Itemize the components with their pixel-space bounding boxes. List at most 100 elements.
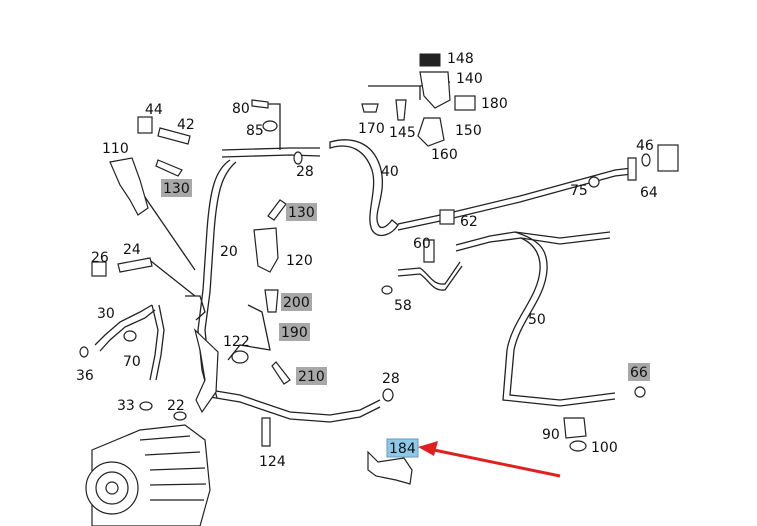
part-number: 150 [455,123,482,139]
pin-145-icon [395,99,407,121]
part-number: 30 [97,306,115,322]
part-number: 184 [389,441,416,457]
part-label-50: 50 [528,312,546,328]
label-highlight [628,363,650,381]
part-label-145: 145 [389,125,416,141]
valve-24-icon [117,257,153,273]
part-number: 62 [460,214,478,230]
part-number: 90 [542,427,560,443]
hose-lines [94,81,633,423]
part-label-130b: 130 [286,203,317,221]
part-number: 22 [167,398,185,414]
part-label-22: 22 [167,398,185,414]
label-highlight [281,293,312,311]
part-label-150: 150 [455,123,482,139]
part-label-46: 46 [636,138,654,154]
oring-36-icon [79,346,89,358]
part-label-190: 190 [279,323,310,341]
part-number: 190 [281,325,308,341]
part-shapes [79,53,679,526]
part-number: 210 [298,369,325,385]
part-number: 200 [283,295,310,311]
part-number: 120 [286,253,313,269]
clip-148-icon [419,53,441,67]
oring-28b-icon [382,388,394,402]
part-label-60: 60 [413,236,431,252]
part-number: 130 [288,205,315,221]
label-highlight [286,203,317,221]
valve-60-icon [423,239,435,263]
bolt-80-icon [251,99,269,109]
label-highlight [161,179,192,197]
part-number: 100 [591,440,618,456]
part-label-28b: 28 [382,371,400,387]
oring-33-icon [139,401,153,411]
part-number: 124 [259,454,286,470]
part-label-85: 85 [246,123,264,139]
part-number: 26 [91,250,109,266]
compressor-icon [85,424,211,526]
part-number: 44 [145,102,163,118]
part-label-66: 66 [628,363,650,381]
part-label-28a: 28 [296,164,314,180]
cap-44-icon [137,116,153,134]
bracket-140-icon [419,71,451,109]
part-number: 122 [223,334,250,350]
part-label-140: 140 [456,71,483,87]
part-label-160: 160 [431,147,458,163]
part-number: 50 [528,312,546,328]
part-number: 85 [246,123,264,139]
part-number: 64 [640,185,658,201]
part-number: 180 [481,96,508,112]
part-label-33: 33 [117,398,135,414]
part-label-184: 184 [386,438,419,458]
part-label-210: 210 [296,367,327,385]
clip-180-icon [454,95,476,111]
bolt-64-icon [627,157,637,181]
part-label-75: 75 [570,183,588,199]
part-label-64: 64 [640,185,658,201]
red-arrow-icon [418,441,561,478]
part-number: 160 [431,147,458,163]
part-number: 20 [220,244,238,260]
bracket-184-icon [367,450,413,485]
part-label-90: 90 [542,427,560,443]
part-label-44: 44 [145,102,163,118]
part-label-20: 20 [220,244,238,260]
part-label-62: 62 [460,214,478,230]
part-number: 140 [456,71,483,87]
part-label-36: 36 [76,368,94,384]
part-label-80: 80 [232,101,250,117]
part-label-124: 124 [259,454,286,470]
part-number: 33 [117,398,135,414]
oring-66-icon [634,386,646,398]
part-number: 28 [382,371,400,387]
label-highlight [386,438,419,458]
part-label-100: 100 [591,440,618,456]
part-label-70: 70 [123,354,141,370]
part-label-40: 40 [381,164,399,180]
nut-122-icon [231,350,249,364]
part-number: 110 [102,141,129,157]
grommet-100-icon [569,440,587,452]
part-number: 148 [447,51,474,67]
bracket-110-icon [109,157,149,216]
part-number: 75 [570,183,588,199]
part-label-30: 30 [97,306,115,322]
part-number: 46 [636,138,654,154]
part-number: 42 [177,117,195,133]
bolt-130b-icon [267,199,287,221]
part-number: 24 [123,242,141,258]
label-highlight [296,367,327,385]
expansion-valve-icon [657,144,679,172]
bolt-200-icon [264,289,279,313]
part-label-122: 122 [223,334,250,350]
label-highlight [279,323,310,341]
part-label-110: 110 [102,141,129,157]
part-label-148: 148 [447,51,474,67]
cap-26-icon [91,261,107,277]
valve-42-icon [157,127,191,145]
bolt-124-icon [261,417,271,447]
